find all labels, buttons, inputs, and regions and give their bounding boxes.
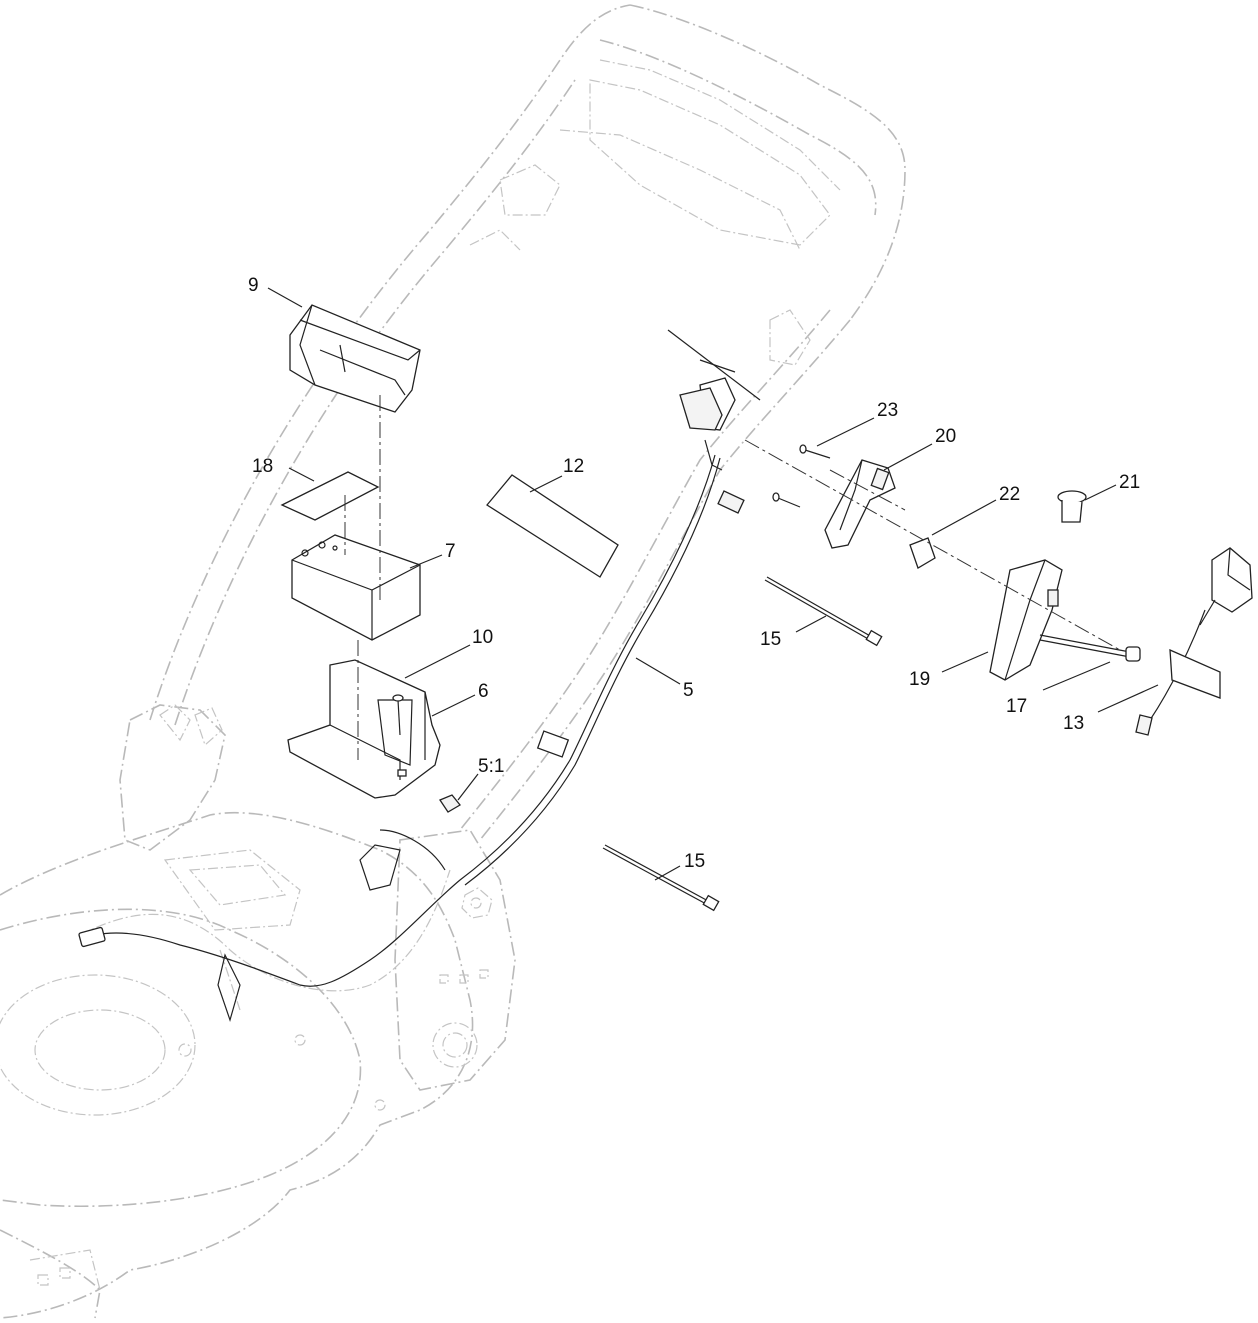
callout-18: 18 [252, 456, 273, 477]
alignment-lines [344, 395, 1121, 760]
screw-23 [772, 444, 831, 508]
battery-tray [287, 659, 441, 799]
callout-7: 7 [445, 541, 456, 562]
callout-21: 21 [1119, 472, 1140, 493]
screw-10 [392, 694, 404, 736]
battery-charger [1135, 547, 1253, 736]
callout-22: 22 [999, 484, 1020, 505]
callout-10: 10 [472, 627, 493, 648]
callout-23: 23 [877, 400, 898, 421]
key-bracket [824, 459, 896, 549]
callout-9: 9 [248, 275, 259, 296]
leader-lines [267, 287, 1159, 881]
ghost-handle [149, 4, 906, 841]
key-housing [989, 559, 1063, 681]
cable-tie-upper [764, 576, 883, 647]
callout-20: 20 [935, 426, 956, 447]
wire-harness [78, 439, 745, 1023]
ghost-mower-deck [0, 811, 474, 1319]
bolt-17 [1039, 634, 1141, 662]
battery-cover [289, 304, 421, 413]
callout-15-lower: 15 [684, 851, 705, 872]
callout-labels: 9 18 12 7 10 6 5:1 5 15 15 23 20 22 21 1… [248, 275, 1140, 872]
callout-12: 12 [563, 456, 584, 477]
ghost-wiring [79, 869, 451, 1011]
clip-22 [909, 537, 936, 569]
decal-12 [486, 474, 619, 578]
callout-17: 17 [1006, 696, 1027, 717]
connector-5-1 [359, 794, 461, 891]
callout-5: 5 [683, 680, 694, 701]
callout-5-1: 5:1 [478, 756, 504, 777]
callout-19: 19 [909, 669, 930, 690]
callout-6: 6 [478, 681, 489, 702]
decal-18 [280, 471, 380, 521]
ghost-rear-bracket [394, 829, 516, 1091]
key-21 [1057, 490, 1087, 523]
battery [291, 534, 421, 641]
callout-15-upper: 15 [760, 629, 781, 650]
cable-tie-lower [602, 844, 720, 912]
ghost-left-bracket [119, 704, 226, 851]
callout-13: 13 [1063, 713, 1084, 734]
interlock-switch [667, 329, 761, 431]
